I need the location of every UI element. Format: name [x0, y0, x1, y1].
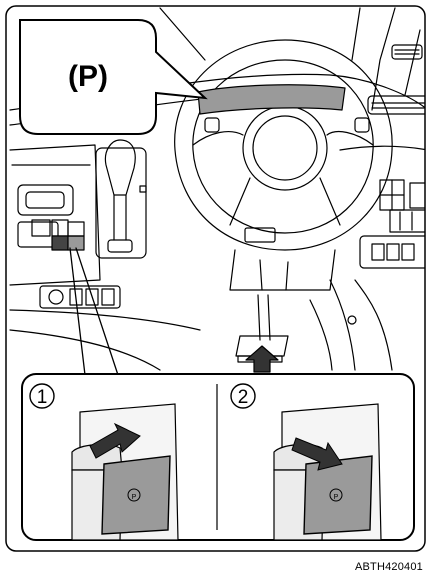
svg-text:P: P — [132, 494, 137, 501]
step-1-number: 1 — [37, 387, 48, 408]
svg-text:P: P — [334, 494, 339, 501]
step-2-number: 2 — [238, 387, 249, 408]
figure-code: ABTH420401 — [355, 561, 423, 573]
parking-brake-switch-location — [52, 236, 68, 250]
parking-brake-icon: (P) — [68, 60, 108, 93]
